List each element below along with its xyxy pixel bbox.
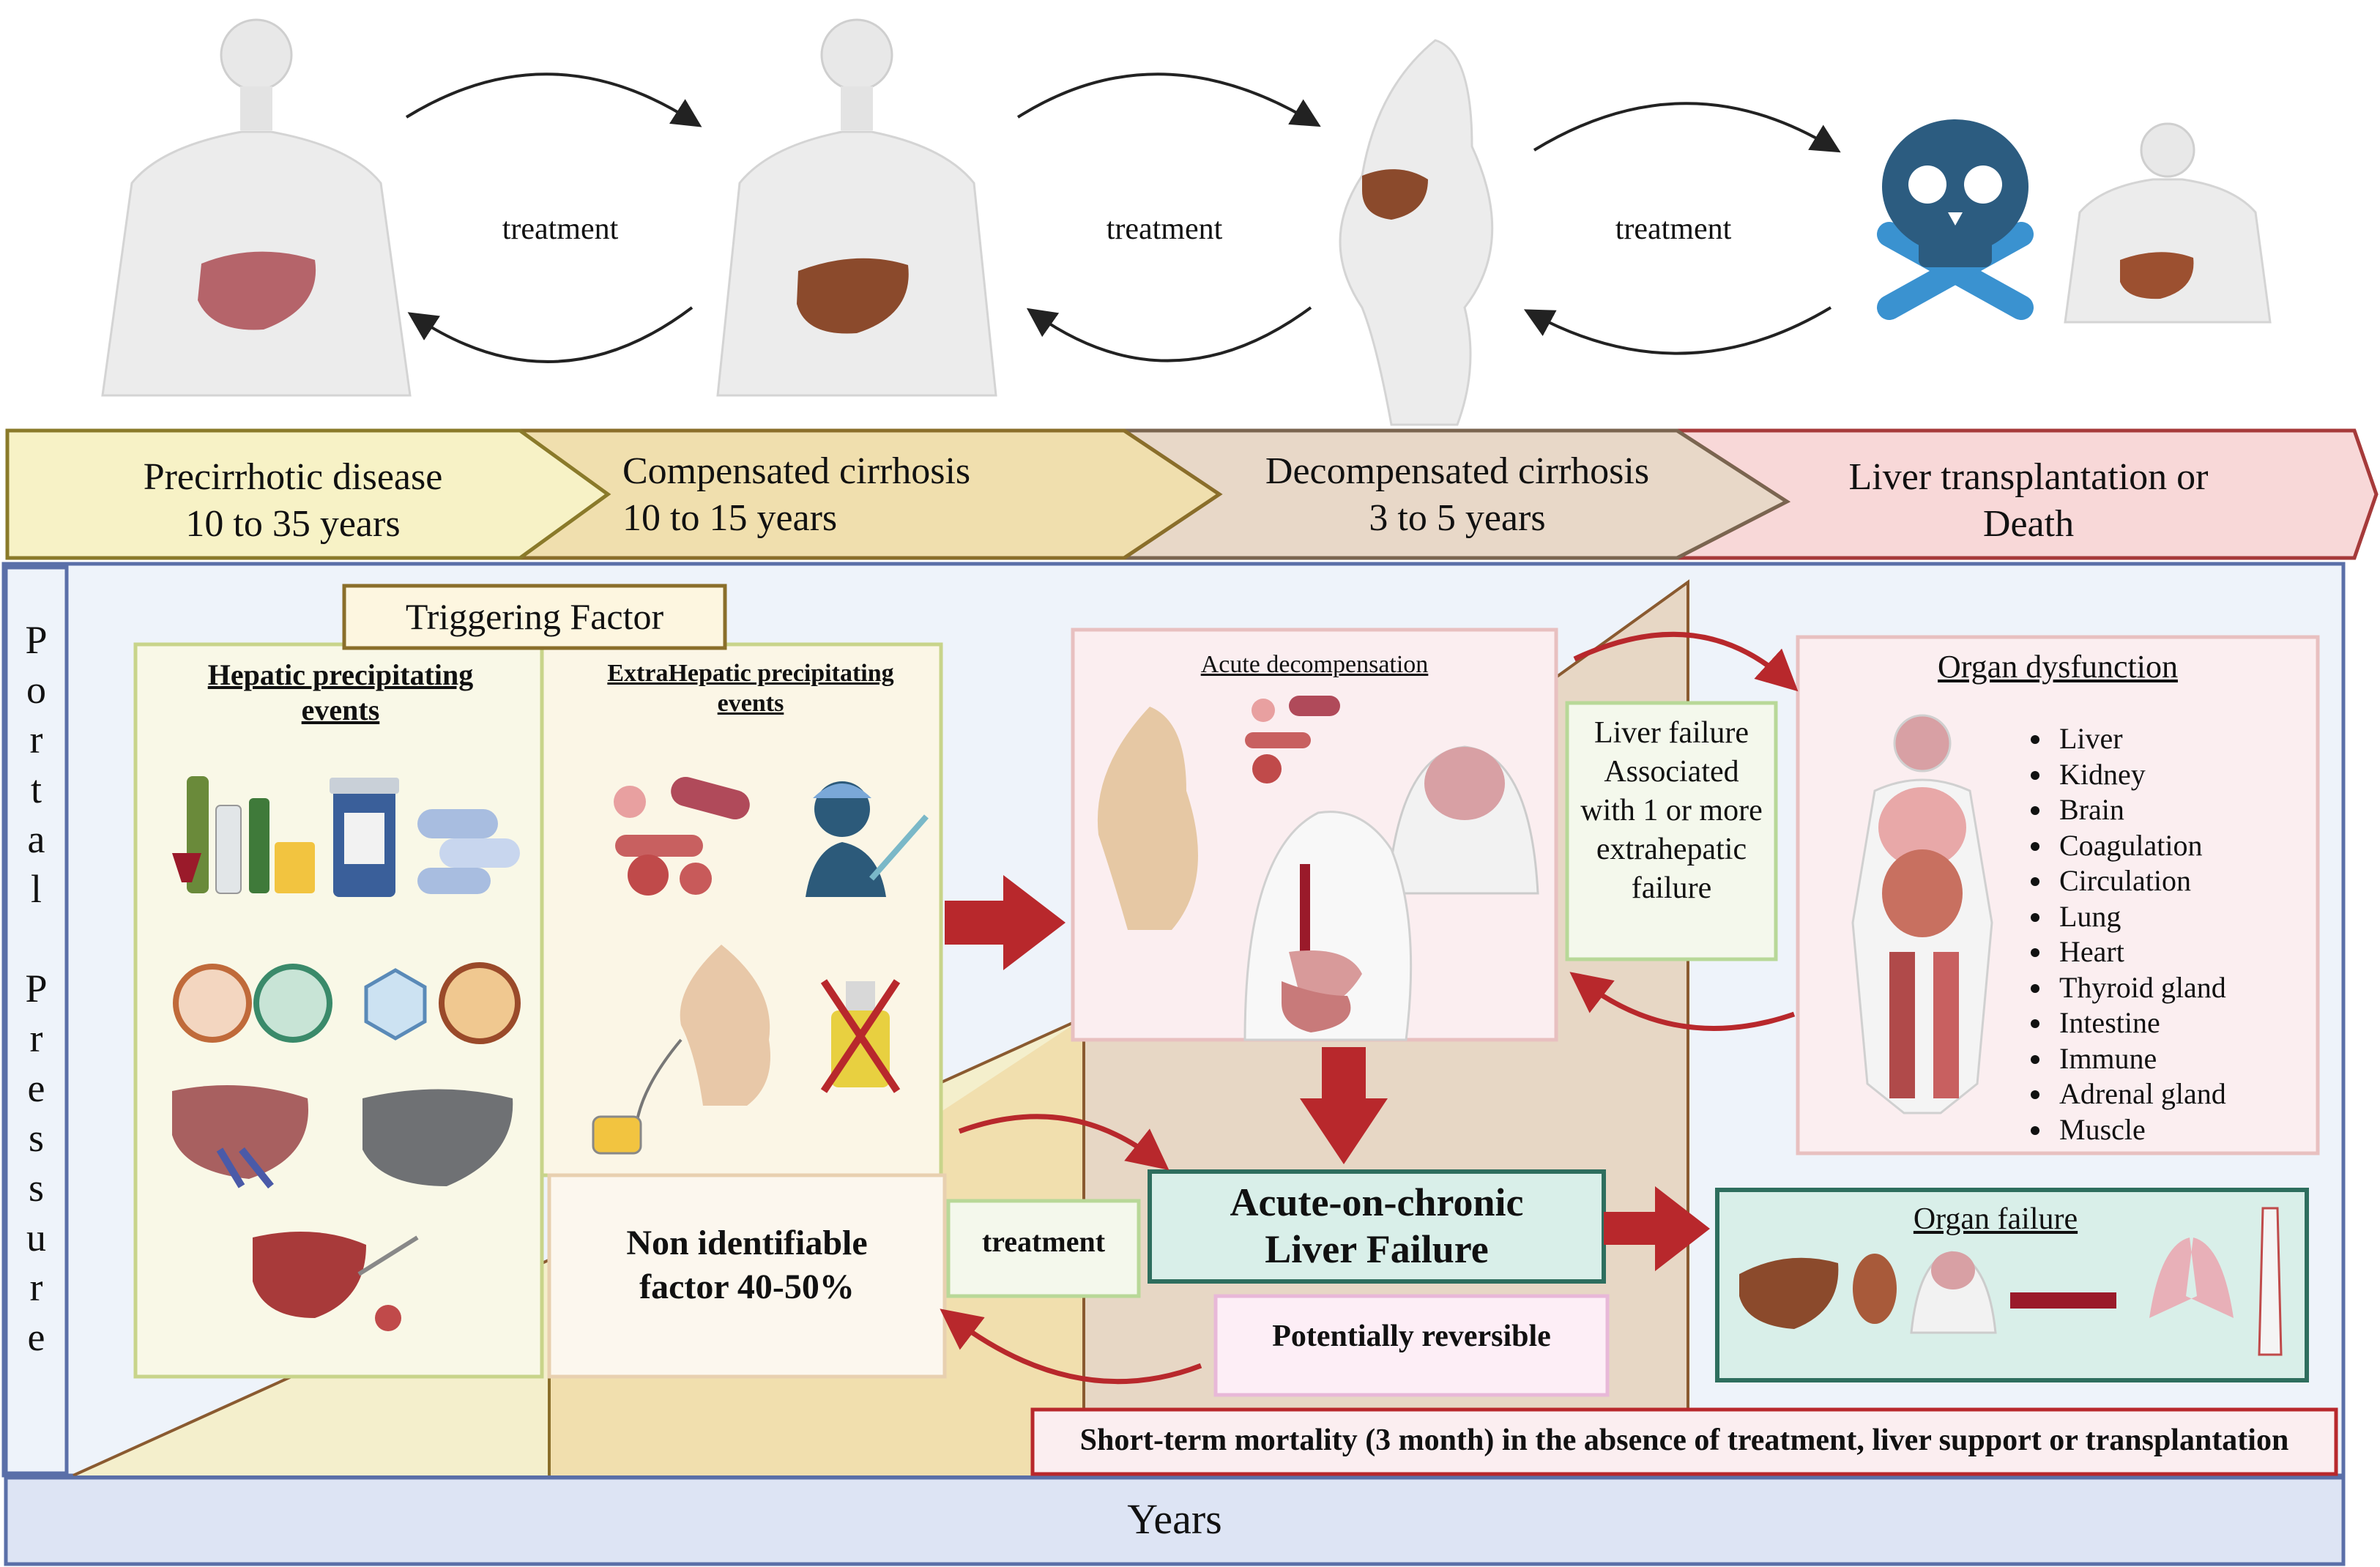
- axis-letter: r: [29, 1265, 43, 1309]
- alcohol-icon: [172, 776, 315, 894]
- list-item: Immune: [2053, 1041, 2307, 1077]
- aclf-box: [1148, 1169, 1606, 1284]
- liver-biopsy-icon: [253, 1232, 419, 1331]
- kidney-icon: [1853, 1254, 1897, 1324]
- years-label: Years: [1127, 1495, 1222, 1543]
- organ-failure-icons: [1739, 1207, 2283, 1356]
- non-identifiable-box: [547, 1173, 947, 1379]
- treatment-label-3: treatment: [1615, 212, 1732, 246]
- skull-crossbones-icon: [1877, 119, 2034, 320]
- list-item: Adrenal gland: [2053, 1076, 2307, 1112]
- list-item: Circulation: [2053, 863, 2307, 899]
- bacteria-small-icon: [1245, 696, 1340, 784]
- list-item: Coagulation: [2053, 828, 2307, 864]
- reversible-box: [1213, 1294, 1610, 1397]
- figure-compensated: [716, 18, 997, 397]
- liver-vascular-icon: [172, 1085, 308, 1189]
- reversible-text: Potentially reversible: [1272, 1320, 1551, 1353]
- liver-failure-box: [1565, 701, 1778, 961]
- red-curved-arrows: [940, 631, 1799, 1385]
- axis-letter: [9, 914, 64, 964]
- mortality-box: [1030, 1407, 2338, 1476]
- axis-letter: r: [29, 718, 43, 762]
- axis-letter: P: [25, 618, 48, 662]
- virus-icons: [173, 962, 521, 1044]
- axis-letter: u: [26, 1216, 46, 1259]
- list-item: Liver: [2053, 721, 2307, 757]
- organ-failure-title: Organ failure: [1913, 1202, 2078, 1236]
- axis-letter: s: [28, 1166, 44, 1210]
- paracentesis-icon: [592, 945, 770, 1155]
- gi-tract-icon: [1243, 811, 1413, 1041]
- axis-letter: P: [25, 967, 48, 1010]
- axis-letter: s: [28, 1116, 44, 1160]
- list-item: Muscle: [2053, 1112, 2307, 1148]
- lungs-icon: [2149, 1237, 2234, 1318]
- list-item: Kidney: [2053, 757, 2307, 793]
- organ-dysfunction-list: Liver Kidney Brain Coagulation Circulati…: [2021, 721, 2307, 1147]
- red-arrows: [945, 875, 1710, 1271]
- stage-chevrons: [5, 428, 2379, 560]
- non-identifiable-text: Non identifiable factor 40-50%: [626, 1224, 868, 1306]
- figure-decompensated: [1339, 39, 1494, 426]
- treatment-box: [946, 1199, 1141, 1298]
- no-drug-icon: [820, 979, 901, 1093]
- liver-failure-text: Liver failure Associated with 1 or more …: [1580, 716, 1763, 905]
- list-item: Brain: [2053, 792, 2307, 828]
- axis-letter: r: [29, 1016, 43, 1060]
- axis-letter: t: [30, 767, 42, 811]
- fatty-liver-icon: [362, 1089, 513, 1186]
- hepatic-title: Hepatic precipitating events: [207, 658, 474, 726]
- vessel-icon: [2010, 1292, 2116, 1309]
- axis-letter: e: [27, 1315, 45, 1359]
- arrow-to-acute: [945, 875, 1066, 970]
- top-cycle-arrows: [405, 72, 1841, 363]
- axis-letter: l: [30, 867, 42, 911]
- triggering-factor-title: Triggering Factor: [405, 596, 664, 637]
- body-organs-icon: [1851, 714, 1993, 1114]
- acute-decompensation-title: Acute decompensation: [1200, 651, 1429, 678]
- list-item: Intestine: [2053, 1005, 2307, 1041]
- treatment-label-2: treatment: [1106, 212, 1223, 246]
- arrow-to-organ-failure: [1604, 1186, 1710, 1271]
- pill-bottle-icon: [330, 778, 399, 897]
- circulation-icon: [2258, 1207, 2283, 1356]
- list-item: Heart: [2053, 934, 2307, 970]
- list-item: Thyroid gland: [2053, 970, 2307, 1006]
- treatment-label-1: treatment: [502, 212, 619, 246]
- portal-pressure-axis: [4, 565, 69, 1475]
- stage-1-chevron: [5, 428, 611, 560]
- treatment-box-text: treatment: [981, 1225, 1106, 1258]
- liver-icon: [1739, 1257, 1839, 1329]
- extrahepatic-title: ExtraHepatic precipitating events: [607, 660, 894, 717]
- organ-dysfunction-title: Organ dysfunction: [1938, 649, 2178, 685]
- axis-letter: o: [26, 668, 46, 712]
- years-axis: [4, 1475, 2346, 1566]
- triggering-factor-box: [342, 584, 727, 650]
- figure-precirrhotic: [101, 18, 412, 397]
- ascites-torso-icon: [1097, 707, 1198, 930]
- list-item: Lung: [2053, 899, 2307, 935]
- axis-letter: e: [27, 1066, 45, 1110]
- arrow-to-aclf: [1300, 1047, 1388, 1164]
- surgeon-icon: [806, 781, 929, 897]
- axis-letter: a: [27, 817, 45, 861]
- mortality-text: Short-term mortality (3 month) in the ab…: [1079, 1423, 2289, 1457]
- bacteria-icon: [614, 776, 750, 896]
- brain-head-icon: [1386, 745, 1539, 895]
- figure-transplant: [2064, 122, 2272, 324]
- capsule-icon: [417, 809, 520, 894]
